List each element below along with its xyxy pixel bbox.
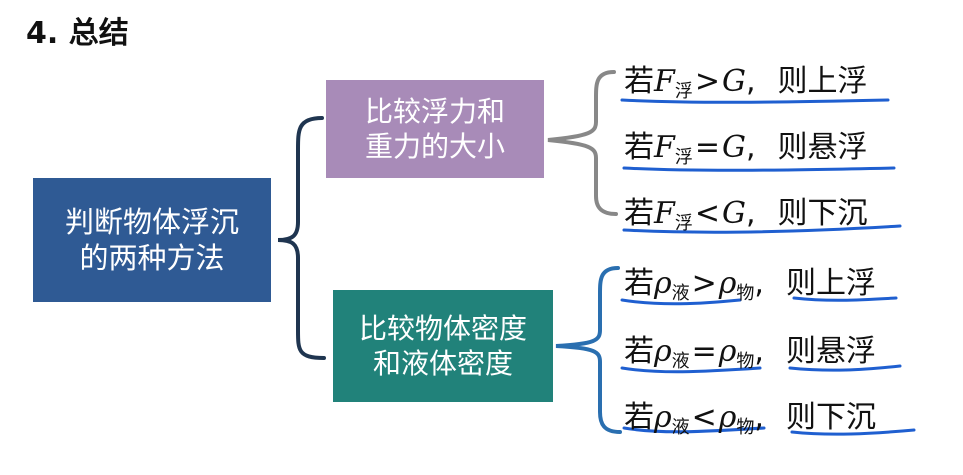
section-title: 4. 总结 (26, 16, 129, 51)
method2-condition: 若ρ液<ρ物,则下沉 (624, 400, 876, 438)
method1-line-2: 重力的大小 (364, 130, 505, 163)
root-brace (277, 116, 326, 360)
method2-line-1: 比较物体密度 (358, 312, 527, 345)
method1-line-1: 比较浮力和 (364, 95, 505, 128)
method2-brace (555, 266, 622, 434)
method1-condition: 若F浮=G,则悬浮 (624, 130, 868, 168)
method2-condition: 若ρ液>ρ物,则上浮 (624, 266, 876, 304)
root-line-1: 判断物体浮沉 (64, 204, 239, 239)
method2-condition: 若ρ液=ρ物,则悬浮 (624, 334, 876, 372)
method1-condition: 若F浮<G,则下沉 (624, 196, 868, 234)
method1-condition: 若F浮>G,则上浮 (624, 64, 868, 102)
root-node: 判断物体浮沉 的两种方法 (33, 178, 271, 302)
method1-node: 比较浮力和 重力的大小 (326, 80, 544, 178)
method1-brace (547, 70, 618, 216)
root-line-2: 的两种方法 (79, 241, 225, 275)
method2-line-2: 和液体密度 (372, 347, 513, 380)
ink-underlines (342, 98, 916, 436)
method2-node: 比较物体密度 和液体密度 (333, 290, 553, 402)
